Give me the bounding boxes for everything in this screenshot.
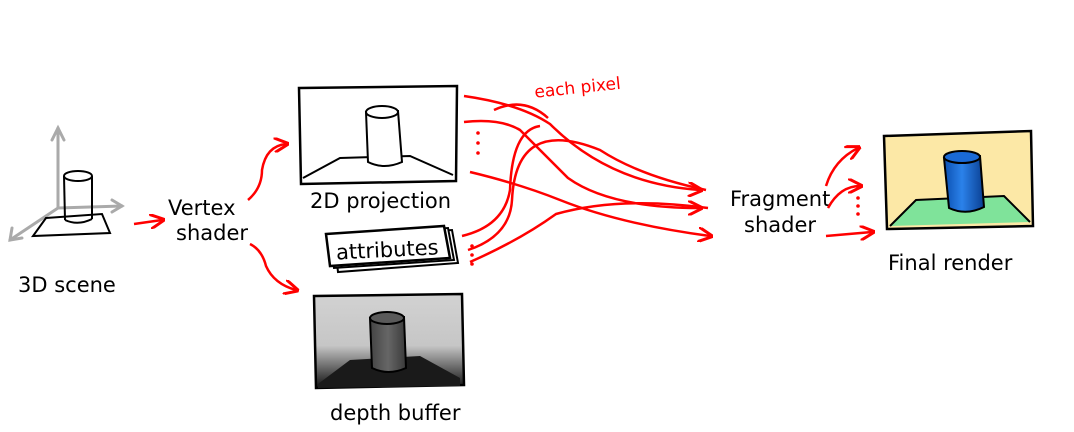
ellipsis-dots-projection: [476, 131, 480, 155]
arrow-vertex-to-depth: [249, 242, 296, 290]
depth-label: depth buffer: [330, 401, 461, 425]
cylinder-icon: [63, 170, 93, 224]
scene-3d-illustration: 3D scene: [8, 124, 125, 297]
pixel-flow-curves: [461, 94, 710, 264]
ground-plane: [30, 212, 112, 238]
projection-cylinder-icon: [364, 105, 404, 167]
vertex-label-line2: shader: [176, 221, 248, 245]
fragment-label-line1: Fragment: [730, 187, 830, 211]
attributes-stack: attributes: [324, 224, 460, 274]
each-pixel-label: each pixel: [533, 74, 621, 103]
depth-buffer-panel: depth buffer: [312, 292, 466, 425]
projection-label: 2D projection: [310, 189, 451, 213]
fragment-shader-node: Fragment shader: [730, 187, 830, 237]
vertex-label-line1: Vertex: [168, 196, 236, 220]
fragment-output-arrows: [824, 148, 872, 236]
ellipsis-dots-fragment: [856, 196, 860, 216]
scene-label: 3D scene: [18, 273, 116, 297]
depth-cylinder-icon: [368, 311, 408, 373]
final-cylinder-icon: [942, 150, 986, 213]
attributes-label: attributes: [335, 235, 439, 264]
final-render-panel: Final render: [882, 129, 1035, 275]
arrow-vertex-to-projection: [247, 144, 286, 201]
projection-panel: 2D projection: [297, 84, 459, 213]
fragment-label-line2: shader: [744, 213, 816, 237]
ellipsis-dots-attributes: [470, 244, 474, 266]
vertex-shader-node: Vertex shader: [168, 196, 248, 245]
final-label: Final render: [888, 251, 1013, 275]
arrow-scene-to-vertex: [133, 220, 162, 224]
axes-icon: [8, 124, 125, 242]
